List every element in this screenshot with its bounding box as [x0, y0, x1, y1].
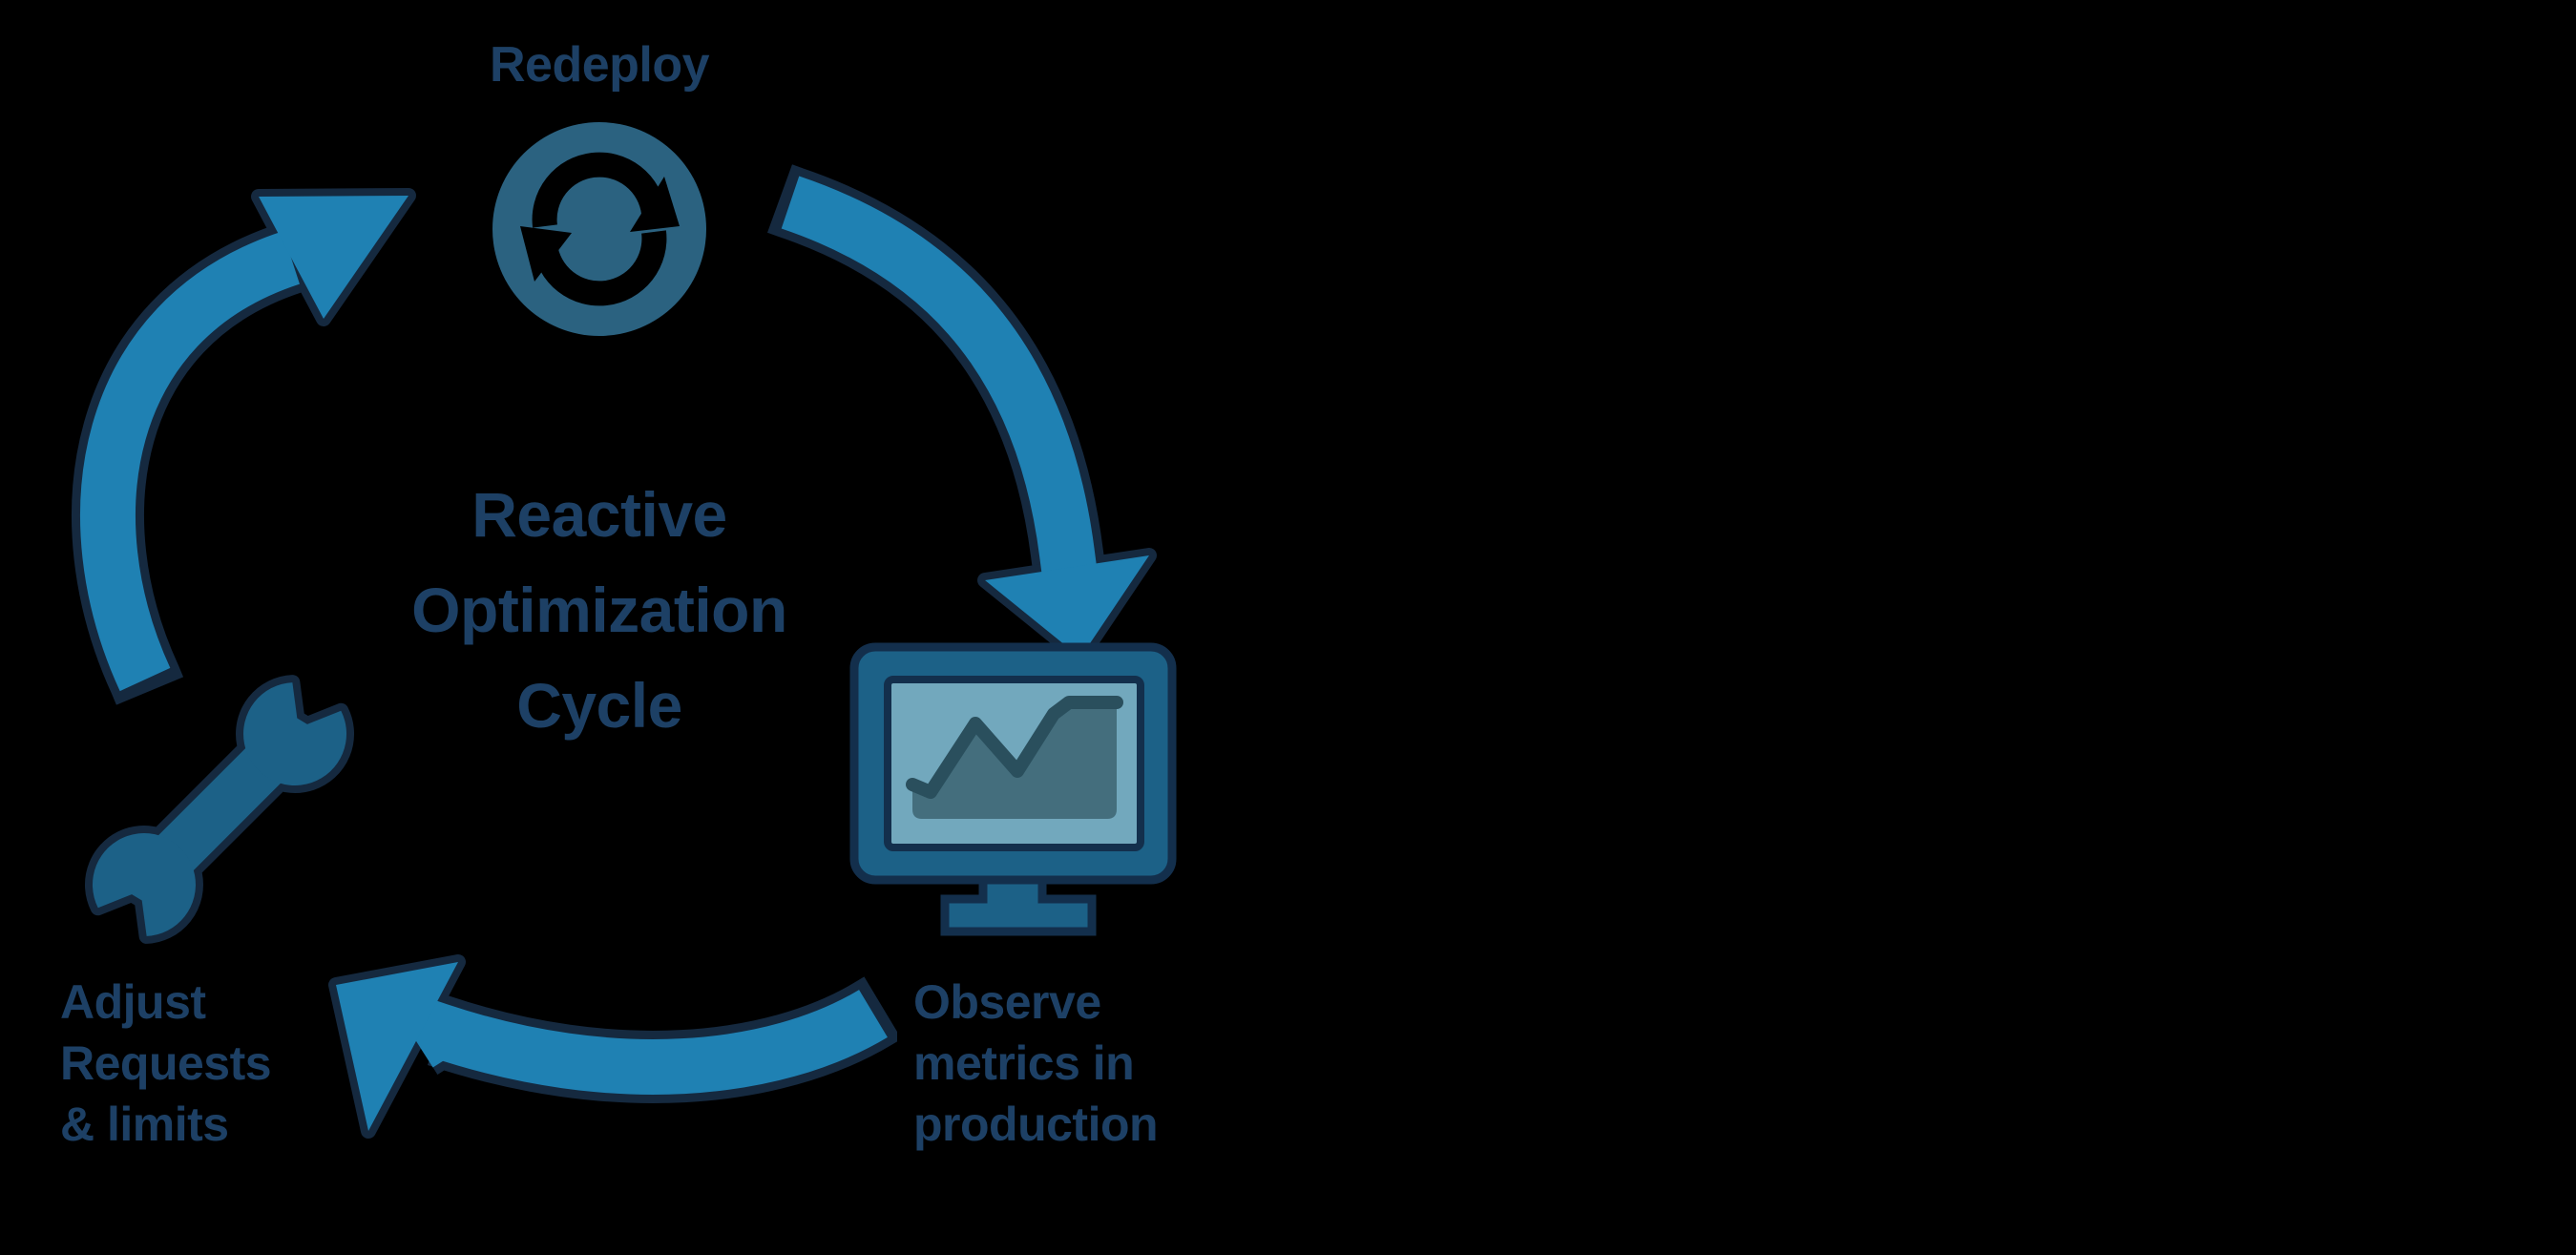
- wrench-icon: [84, 675, 355, 944]
- wrench-fill-layer: [92, 682, 347, 936]
- step-label-redeploy: Redeploy: [489, 37, 710, 93]
- cycle-title: Reactive Optimization Cycle: [411, 479, 787, 741]
- screen-chart-line: [906, 696, 1123, 799]
- step-label-adjust: Adjust Requests & limits: [60, 975, 272, 1151]
- screen-chart-area: [912, 702, 1117, 819]
- arrow-adjust-to-redeploy: [72, 188, 416, 705]
- refresh-icon-circle: [492, 122, 706, 336]
- refresh-icon-top-arc: [532, 152, 666, 228]
- arrow-fill-layer: [80, 196, 408, 692]
- arrow-observe-to-adjust: [328, 954, 897, 1139]
- refresh-icon-bottom-arrowhead: [630, 177, 680, 232]
- monitor-chart-icon: [849, 642, 1177, 936]
- refresh-icon-bottom-arc: [533, 230, 667, 306]
- arrow-fill-layer: [781, 176, 1149, 658]
- arrow-fill-layer: [336, 962, 888, 1131]
- step-label-observe: Observe metrics in production: [913, 975, 1159, 1151]
- refresh-icon: [492, 122, 706, 336]
- arrow-redeploy-to-observe: [767, 164, 1157, 665]
